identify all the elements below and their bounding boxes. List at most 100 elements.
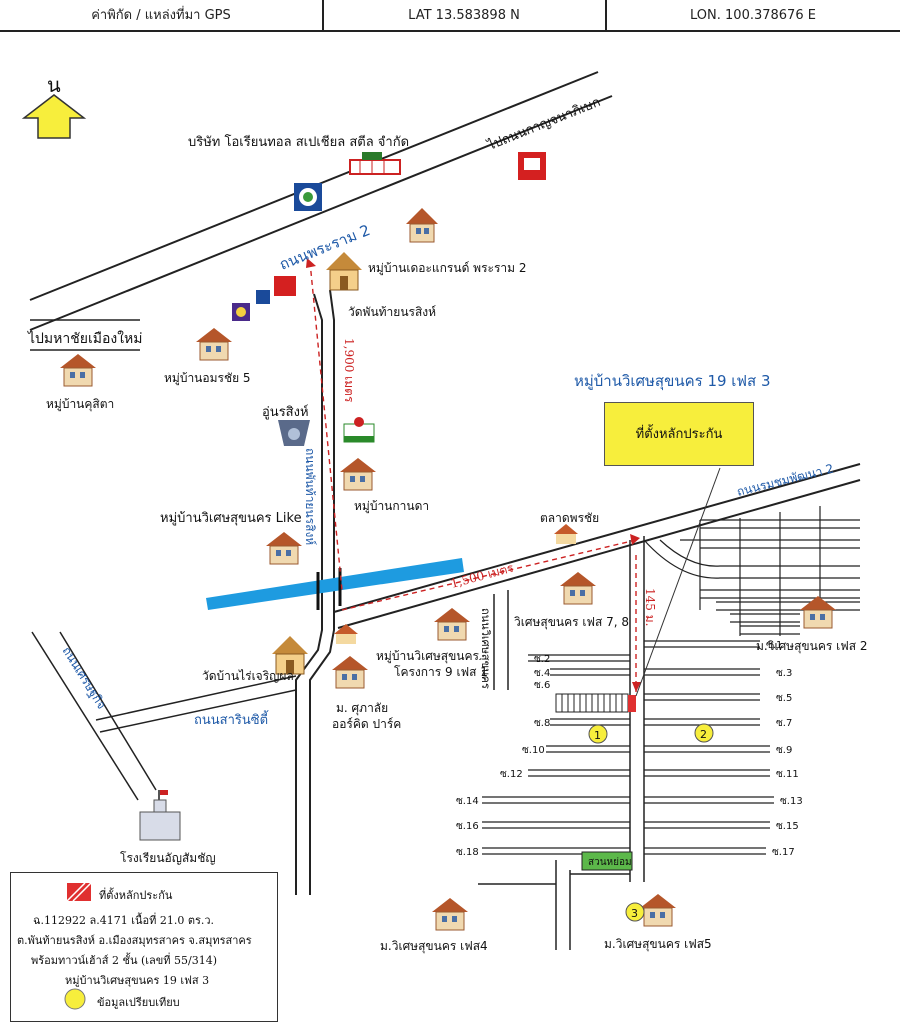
legend-project-text: หมู่บ้านวิเศษสุขนคร 19 เฟส 3 [65,974,210,987]
market-icon [334,624,358,644]
bank-logo-icon [256,276,296,304]
soi-label: ซ.1 [766,640,782,651]
kusida-label: หมู่บ้านคุสิตา [46,397,114,412]
market-icon [554,524,578,544]
legend-address-text: ต.พันท้ายนรสิงห์ อ.เมืองสมุทรสาคร จ.สมุท… [17,934,252,947]
distance-lines [309,261,637,692]
legend-collateral-text: ที่ตั้งหลักประกัน [99,889,173,902]
road-line [59,631,157,791]
svg-text:3: 3 [631,907,638,920]
soi-label: ซ.17 [772,847,795,858]
north-letter: น [47,73,61,97]
supalai2-label: ออร์คิด ปาร์ค [332,717,401,731]
supalai-label: ม. ศุภาลัย [336,701,388,716]
vises5-label: ม.วิเศษสุขนคร เฟส5 [604,937,712,952]
garage-icon [278,420,310,446]
soi-label: ซ.12 [500,769,523,780]
soi-label: ซ.2 [534,654,550,665]
park-label: สวนหย่อม [588,857,632,868]
vises9-label: หมู่บ้านวิเศษสุขนคร [376,649,480,664]
school-label: โรงเรียนอัญสัมชัญ [120,851,216,865]
callout-pointer [635,467,721,697]
to-mahachai-label: ไปมหาชัยเมืองใหม่ [27,330,143,347]
northeast-estate-lanes [643,506,860,636]
project-title: หมู่บ้านวิเศษสุขนคร 19 เฟส 3 [574,372,771,391]
soi-label: ซ.4 [534,668,550,679]
house-icon [266,532,302,565]
vises9b-label: โครงการ 9 เฟส 1 [394,665,488,679]
latitude-value: LAT 13.583898 N [408,8,520,23]
arrow-head [630,534,640,545]
comparison-legend-icon [64,988,86,1010]
comparison-marker: 2 [694,723,714,743]
soi-label: ซ.10 [522,745,545,756]
comparison-marker: 1 [588,724,608,744]
svg-text:1: 1 [594,729,601,742]
soi-label: ซ.15 [776,821,799,832]
sarinsiri-road [95,675,297,733]
to-kanchana-label: ไปถนนกาญจนาภิเษก [485,94,603,154]
distance-145-label: 145 ม. [643,588,657,626]
soi-label: ซ.14 [456,796,479,807]
sarinsiri-road-label: ถนนสารินซิตี้ [194,710,269,728]
market-label: ตลาดพรชัย [540,511,599,525]
legend-building-text: พร้อมทาวน์เฮ้าส์ 2 ชั้น (เลขที่ 55/314) [31,954,218,967]
house-icon [434,608,470,641]
side-road-label: ถนนวิเศษสุขนคร [479,608,492,689]
map-legend: ที่ตั้งหลักประกัน ฉ.112922 ล.4171 เนื้อท… [10,872,278,1022]
header-divider [322,0,324,30]
soi-label: ซ.13 [780,796,803,807]
house-icon [560,572,596,605]
townhouse-row [555,693,629,713]
temple1-label: วัดพันท้ายนรสิงห์ [348,305,436,319]
canal [206,558,464,610]
soi-label: ซ.3 [776,668,792,679]
grand-village-label: หมู่บ้านเดอะแกรนด์ พระราม 2 [368,261,527,276]
park-area [581,851,633,871]
house-icon [800,596,836,629]
setthakit-road [333,463,861,629]
soi-label: ซ.8 [534,718,550,729]
amorn-label: หมู่บ้านอมรชัย 5 [164,371,251,386]
soi-label: ซ.18 [456,847,479,858]
soi-label: ซ.6 [534,680,550,691]
house-icon [340,458,376,491]
vises2-label: ม.วิเศษสุขนคร เฟส 2 [756,639,867,654]
arrow-head [632,682,641,692]
svg-text:2: 2 [700,728,707,741]
vises-like-label: หมู่บ้านวิเศษสุขนคร Like [160,511,302,526]
house-icon [406,208,438,243]
longitude-value: LON. 100.378676 E [690,8,816,23]
temple-icon [272,636,308,675]
distance-1900-label: 1,900 เมตร [342,338,356,403]
temple2-label: วัดบ้านไร่เจริญผล [202,669,294,683]
vises78-label: วิเศษสุขนคร เฟส 7, 8 [514,615,629,630]
house-icon [60,354,96,387]
left-road-label: ถนนเศรษฐกิจ [59,644,108,711]
bank-logo-icon [232,303,250,321]
legend-deed-text: ฉ.112922 ล.4171 เนื้อที่ 21.0 ตร.ว. [33,914,215,927]
vises4-label: ม.วิเศษสุขนคร เฟส4 [380,939,488,954]
road-line [31,631,139,801]
soi-label: ซ.7 [776,718,792,729]
store-logo-icon [518,152,546,180]
collateral-plot [628,695,636,712]
house-icon [432,898,468,931]
soi-label: ซ.9 [776,745,792,756]
arrow-head [306,258,316,268]
school-icon [139,790,181,841]
bank-logo-icon [294,183,322,211]
chomphatthana-road-label: ถนนรมชมพัฒนา 2 [735,461,835,499]
oonsing-label: อู่นรสิงห์ [262,404,309,420]
soi-label: ซ.16 [456,821,479,832]
header-divider [605,0,607,30]
collateral-legend-icon [67,883,91,901]
factory-icon [349,152,401,175]
north-arrow-icon: น [21,73,87,139]
house-icon [640,894,676,927]
coordinate-header: ค่าพิกัด / แหล่งที่มา GPS LAT 13.583898 … [0,0,900,32]
location-map: น [21,71,867,954]
legend-comparison-text: ข้อมูลเปรียบเทียบ [97,996,180,1009]
temple-icon [326,252,362,291]
soi-label: ซ.11 [776,769,799,780]
